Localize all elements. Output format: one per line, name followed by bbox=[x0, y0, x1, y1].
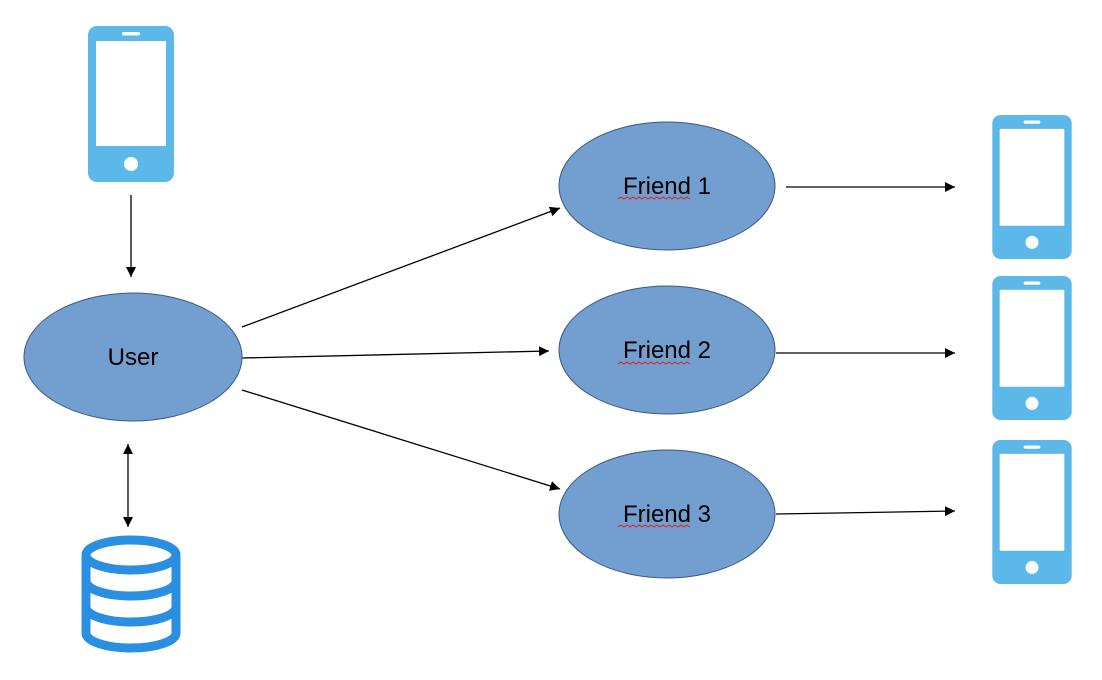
node-friend-3-label: Friend 3 bbox=[623, 501, 711, 528]
node-friend-2[interactable]: Friend 2 bbox=[558, 285, 776, 415]
node-user-label: User bbox=[108, 344, 159, 371]
node-user[interactable]: User bbox=[23, 292, 243, 422]
smartphone-icon bbox=[88, 26, 174, 182]
database-icon bbox=[81, 535, 181, 653]
node-friend-1-label: Friend 1 bbox=[623, 173, 711, 200]
node-friend-3-shape bbox=[558, 449, 776, 579]
node-friend-1-shape bbox=[558, 121, 776, 251]
node-friend-1[interactable]: Friend 1 bbox=[558, 121, 776, 251]
spellcheck-underline bbox=[617, 524, 691, 528]
spellcheck-underline bbox=[617, 361, 691, 365]
node-friend-3[interactable]: Friend 3 bbox=[558, 449, 776, 579]
spellcheck-underline bbox=[617, 196, 691, 200]
smartphone-icon bbox=[992, 440, 1072, 584]
smartphone-icon bbox=[992, 276, 1072, 420]
edge-user-to-friend-1 bbox=[241, 206, 561, 328]
edge-friend-3-to-device bbox=[775, 506, 956, 517]
edge-user-to-friend-3 bbox=[241, 389, 561, 491]
node-friend-2-label: Friend 2 bbox=[623, 337, 711, 364]
edge-user-to-friend-2 bbox=[241, 346, 550, 359]
smartphone-icon bbox=[992, 115, 1072, 259]
node-friend-2-shape bbox=[558, 285, 776, 415]
node-user-shape bbox=[23, 292, 243, 422]
